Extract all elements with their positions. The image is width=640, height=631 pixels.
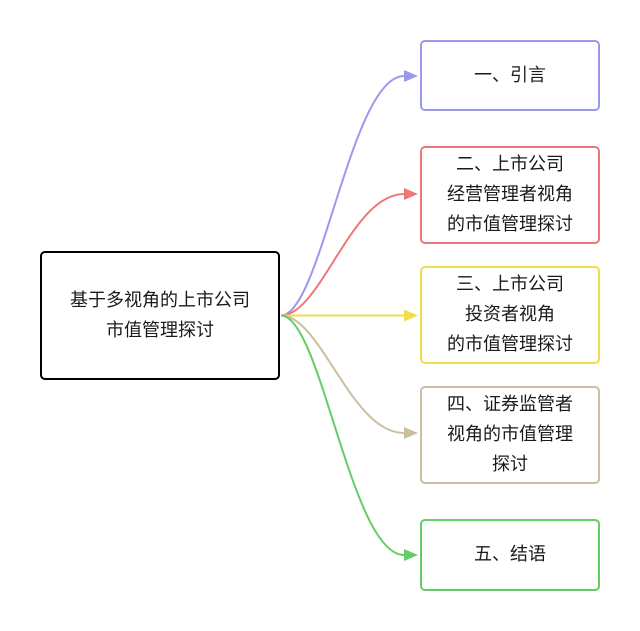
arrowhead-intro: [404, 70, 418, 82]
branch-label-operator-view: 二、上市公司 经营管理者视角 的市值管理探讨: [447, 154, 573, 235]
branch-label-conclusion: 五、结语: [474, 544, 546, 565]
connector-intro: [280, 75, 405, 317]
branch-node-regulator-view[interactable]: 四、证券监管者 视角的市值管理 探讨: [420, 386, 600, 484]
arrowhead-regulator-view: [404, 427, 418, 439]
arrowhead-investor-view: [404, 309, 418, 322]
branch-node-conclusion[interactable]: 五、结语: [420, 519, 600, 591]
branch-node-operator-view[interactable]: 二、上市公司 经营管理者视角 的市值管理探讨: [420, 146, 600, 244]
branch-label-regulator-view: 四、证券监管者 视角的市值管理 探讨: [447, 394, 573, 475]
branch-node-investor-view[interactable]: 三、上市公司 投资者视角 的市值管理探讨: [420, 266, 600, 364]
arrowhead-operator-view: [404, 188, 418, 200]
root-topic-node[interactable]: 基于多视角的上市公司 市值管理探讨: [40, 251, 280, 380]
arrowhead-conclusion: [404, 549, 418, 561]
connector-operator-view: [280, 193, 405, 317]
connector-regulator-view: [280, 314, 405, 434]
branch-node-intro[interactable]: 一、引言: [420, 40, 600, 111]
root-topic-label: 基于多视角的上市公司 市值管理探讨: [70, 289, 250, 341]
connector-conclusion: [280, 314, 405, 556]
branch-label-investor-view: 三、上市公司 投资者视角 的市值管理探讨: [447, 274, 573, 355]
branch-label-intro: 一、引言: [474, 64, 546, 86]
